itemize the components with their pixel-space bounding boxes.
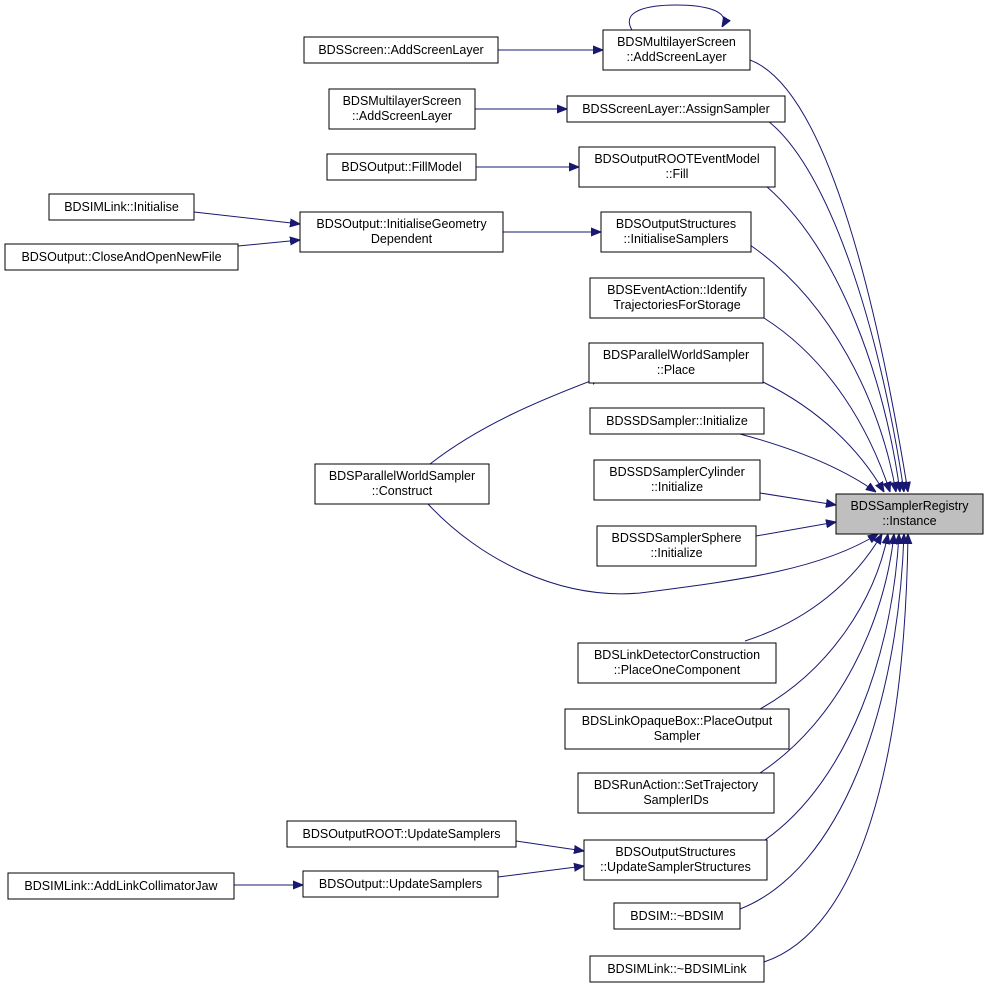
- node-label-line-2: ::Fill: [666, 167, 689, 181]
- edges: [193, 4, 908, 963]
- node-label: BDSOutput::FillModel: [341, 160, 461, 174]
- node-parallel-world-sampler-place[interactable]: BDSParallelWorldSampler ::Place: [588, 342, 764, 384]
- node-output-root-update-samplers[interactable]: BDSOutputROOT::UpdateSamplers: [286, 820, 517, 848]
- node-label-line-1: BDSOutputStructures: [616, 217, 736, 231]
- edge-n10-n0: [749, 244, 896, 492]
- node-label: BDSIMLink::~BDSIMLink: [607, 962, 747, 976]
- node-output-close-and-open-new-file[interactable]: BDSOutput::CloseAndOpenNewFile: [4, 243, 239, 271]
- edge-n6-n0: [765, 185, 900, 492]
- node-label: BDSIMLink::AddLinkCollimatorJaw: [24, 879, 218, 893]
- node-label-line-1: BDSEventAction::Identify: [607, 283, 747, 297]
- edge-n8-n9: [237, 240, 300, 247]
- node-label-line-2: TrajectoriesForStorage: [613, 298, 740, 312]
- node-screen-add-screen-layer[interactable]: BDSScreen::AddScreenLayer: [303, 36, 499, 64]
- node-label-line-1: BDSRunAction::SetTrajectory: [594, 778, 759, 792]
- edge-n14-n0: [739, 433, 876, 492]
- node-bdsim-destructor[interactable]: BDSIM::~BDSIM: [613, 902, 741, 930]
- node-label-line-2: ::Initialize: [650, 546, 702, 560]
- node-link-detector-construction-place-one-component[interactable]: BDSLinkDetectorConstruction ::PlaceOneCo…: [577, 642, 777, 684]
- nodes: BDSSamplerRegistry ::Instance BDSMultila…: [4, 29, 984, 983]
- node-run-action-set-trajectory-sampler-ids[interactable]: BDSRunAction::SetTrajectory SamplerIDs: [577, 772, 775, 814]
- node-label: BDSOutput::UpdateSamplers: [319, 877, 482, 891]
- node-output-root-event-model-fill[interactable]: BDSOutputROOTEventModel ::Fill: [578, 146, 776, 188]
- node-label-line-2: ::Construct: [372, 484, 433, 498]
- node-label-line-2: ::Place: [657, 363, 695, 377]
- edge-n17-n0: [744, 534, 882, 642]
- node-label-line-2: ::UpdateSamplerStructures: [600, 860, 751, 874]
- node-multilayer-screen-add-screen-layer-2[interactable]: BDSMultilayerScreen ::AddScreenLayer: [328, 88, 476, 130]
- edge-n21-n0: [764, 534, 899, 841]
- node-label-line-1: BDSLinkDetectorConstruction: [594, 648, 760, 662]
- node-link-opaque-box-place-output-sampler[interactable]: BDSLinkOpaqueBox::PlaceOutput Sampler: [564, 708, 790, 750]
- edge-n15-n0: [759, 492, 836, 505]
- node-label-line-1: BDSSDSamplerCylinder: [609, 465, 744, 479]
- node-label: BDSOutput::CloseAndOpenNewFile: [21, 250, 221, 264]
- edge-n12-n0: [762, 381, 884, 492]
- edge-n19-n0: [759, 534, 894, 774]
- node-bdsimlink-add-link-collimator-jaw[interactable]: BDSIMLink::AddLinkCollimatorJaw: [7, 872, 235, 900]
- edge-n20-n21: [515, 840, 584, 851]
- node-event-action-identify-trajectories[interactable]: BDSEventAction::Identify TrajectoriesFor…: [589, 277, 765, 319]
- node-label-line-1: BDSSDSamplerSphere: [612, 531, 742, 545]
- node-output-structures-update-sampler-structures[interactable]: BDSOutputStructures ::UpdateSamplerStruc…: [583, 839, 768, 881]
- node-sd-sampler-sphere-initialize[interactable]: BDSSDSamplerSphere ::Initialize: [596, 525, 757, 567]
- node-label-line-1: BDSMultilayerScreen: [617, 35, 736, 49]
- node-label-line-2: ::Initialize: [651, 480, 703, 494]
- node-label-line-1: BDSOutputROOTEventModel: [594, 152, 759, 166]
- edge-n13-n12: [429, 377, 601, 465]
- node-sd-sampler-cylinder-initialize[interactable]: BDSSDSamplerCylinder ::Initialize: [593, 459, 761, 501]
- node-label-line-2: Dependent: [371, 232, 433, 246]
- node-output-structures-initialise-samplers[interactable]: BDSOutputStructures ::InitialiseSamplers: [600, 211, 752, 253]
- edge-n4-n0: [767, 120, 904, 492]
- edge-n16-n0: [755, 522, 836, 537]
- node-label-line-2: ::PlaceOneComponent: [614, 663, 741, 677]
- node-label-line-1: BDSLinkOpaqueBox::PlaceOutput: [582, 714, 773, 728]
- node-sd-sampler-initialize[interactable]: BDSSDSampler::Initialize: [589, 407, 765, 435]
- node-label-line-2: ::AddScreenLayer: [626, 50, 726, 64]
- node-label-line-2: ::Instance: [882, 514, 936, 528]
- edge-n1-n0: [749, 59, 908, 492]
- edge-n7-n9: [193, 211, 300, 224]
- node-screen-layer-assign-sampler[interactable]: BDSScreenLayer::AssignSampler: [566, 95, 786, 123]
- node-label: BDSScreen::AddScreenLayer: [318, 43, 483, 57]
- edge-n25-n0: [763, 534, 908, 963]
- node-label-line-1: BDSOutput::InitialiseGeometry: [316, 217, 487, 231]
- node-label-line-1: BDSOutputStructures: [615, 845, 735, 859]
- node-label: BDSScreenLayer::AssignSampler: [582, 102, 770, 116]
- node-output-initialise-geometry-dependent[interactable]: BDSOutput::InitialiseGeometry Dependent: [299, 211, 504, 253]
- node-bdsimlink-initialise[interactable]: BDSIMLink::Initialise: [48, 193, 195, 221]
- edge-n1-n1: [628, 4, 724, 31]
- node-output-update-samplers[interactable]: BDSOutput::UpdateSamplers: [302, 870, 499, 898]
- node-output-fill-model[interactable]: BDSOutput::FillModel: [326, 153, 477, 181]
- node-parallel-world-sampler-construct[interactable]: BDSParallelWorldSampler ::Construct: [314, 463, 490, 505]
- node-bdsimlink-destructor[interactable]: BDSIMLink::~BDSIMLink: [589, 955, 765, 983]
- node-label-line-1: BDSParallelWorldSampler: [329, 469, 475, 483]
- node-label-line-1: BDSMultilayerScreen: [343, 94, 462, 108]
- node-label-line-1: BDSSamplerRegistry: [850, 499, 969, 513]
- node-label-line-1: BDSParallelWorldSampler: [603, 348, 749, 362]
- edge-n18-n0: [759, 534, 888, 710]
- edge-n11-n0: [763, 317, 890, 492]
- edge-n23-n21: [497, 866, 584, 878]
- node-label: BDSIM::~BDSIM: [630, 909, 723, 923]
- node-label: BDSIMLink::Initialise: [64, 200, 179, 214]
- node-label-line-2: Sampler: [654, 729, 701, 743]
- node-label-line-2: ::InitialiseSamplers: [624, 232, 729, 246]
- node-multilayer-screen-add-screen-layer[interactable]: BDSMultilayerScreen ::AddScreenLayer: [602, 29, 751, 71]
- edge-n24-n0: [739, 534, 904, 910]
- node-sampler-registry-instance[interactable]: BDSSamplerRegistry ::Instance: [835, 493, 984, 535]
- node-label: BDSSDSampler::Initialize: [606, 414, 748, 428]
- node-label-line-2: ::AddScreenLayer: [352, 109, 452, 123]
- node-label: BDSOutputROOT::UpdateSamplers: [303, 827, 501, 841]
- edge-n13-n0: [427, 503, 878, 595]
- node-label-line-2: SamplerIDs: [643, 793, 708, 807]
